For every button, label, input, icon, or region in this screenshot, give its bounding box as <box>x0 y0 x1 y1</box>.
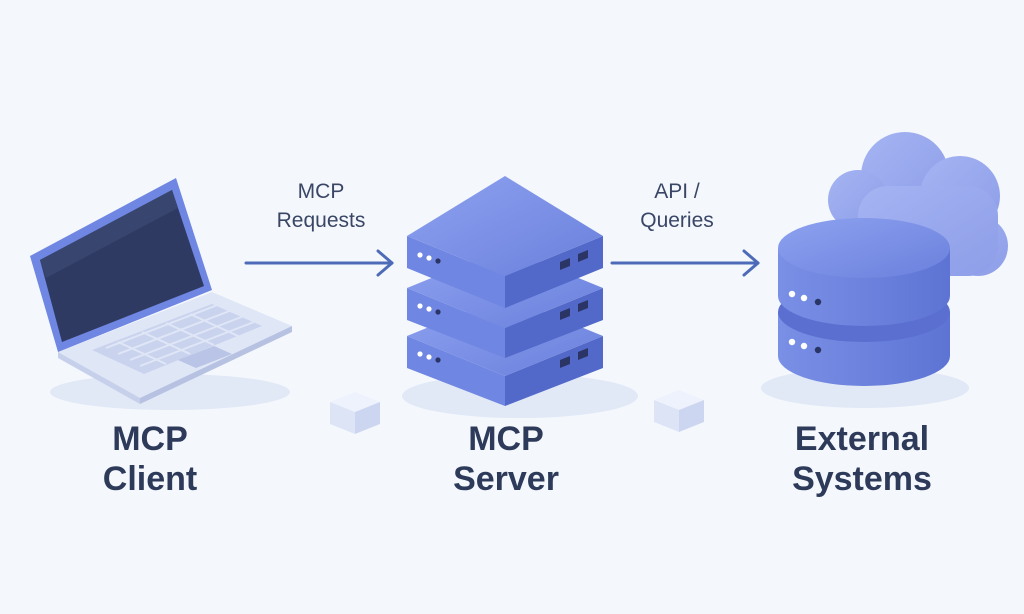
laptop-icon <box>30 178 292 410</box>
arrow-server-to-external <box>610 249 760 277</box>
node-label-line: External <box>794 420 930 458</box>
server-stack-icon <box>402 176 638 418</box>
database-disk-upper <box>778 218 950 326</box>
laptop-base-edge-right <box>140 326 292 404</box>
node-label-mcp-server: MCP Server <box>376 419 636 499</box>
node-label-mcp-client: MCP Client <box>20 419 280 499</box>
edge-label-line: API / <box>654 180 700 203</box>
decorative-cube-left <box>330 392 380 434</box>
database-cloud-icon <box>761 132 1008 408</box>
node-label-line: Client <box>102 460 198 498</box>
edge-label-line: MCP <box>297 180 345 203</box>
laptop-screen-glare <box>40 190 178 278</box>
laptop-touchpad <box>178 346 232 368</box>
server-unit-top <box>407 176 603 308</box>
node-label-line: Server <box>453 460 559 498</box>
node-label-line: MCP <box>468 420 544 458</box>
laptop-screen <box>40 190 204 342</box>
laptop-keys <box>105 303 255 367</box>
node-label-line: MCP <box>112 420 188 458</box>
edge-label-mcp-requests: MCP Requests <box>221 177 421 235</box>
laptop-base-edge <box>58 352 140 404</box>
cloud-icon <box>828 132 1008 276</box>
node-label-line: Systems <box>792 460 932 498</box>
edge-label-line: Requests <box>276 209 366 232</box>
laptop-keyboard <box>92 304 262 374</box>
edge-label-api-queries: API / Queries <box>577 177 777 235</box>
node-label-external-systems: External Systems <box>732 419 992 499</box>
decorative-cube-right <box>654 390 704 432</box>
edge-label-line: Queries <box>640 209 714 232</box>
arrow-client-to-server <box>244 249 394 277</box>
